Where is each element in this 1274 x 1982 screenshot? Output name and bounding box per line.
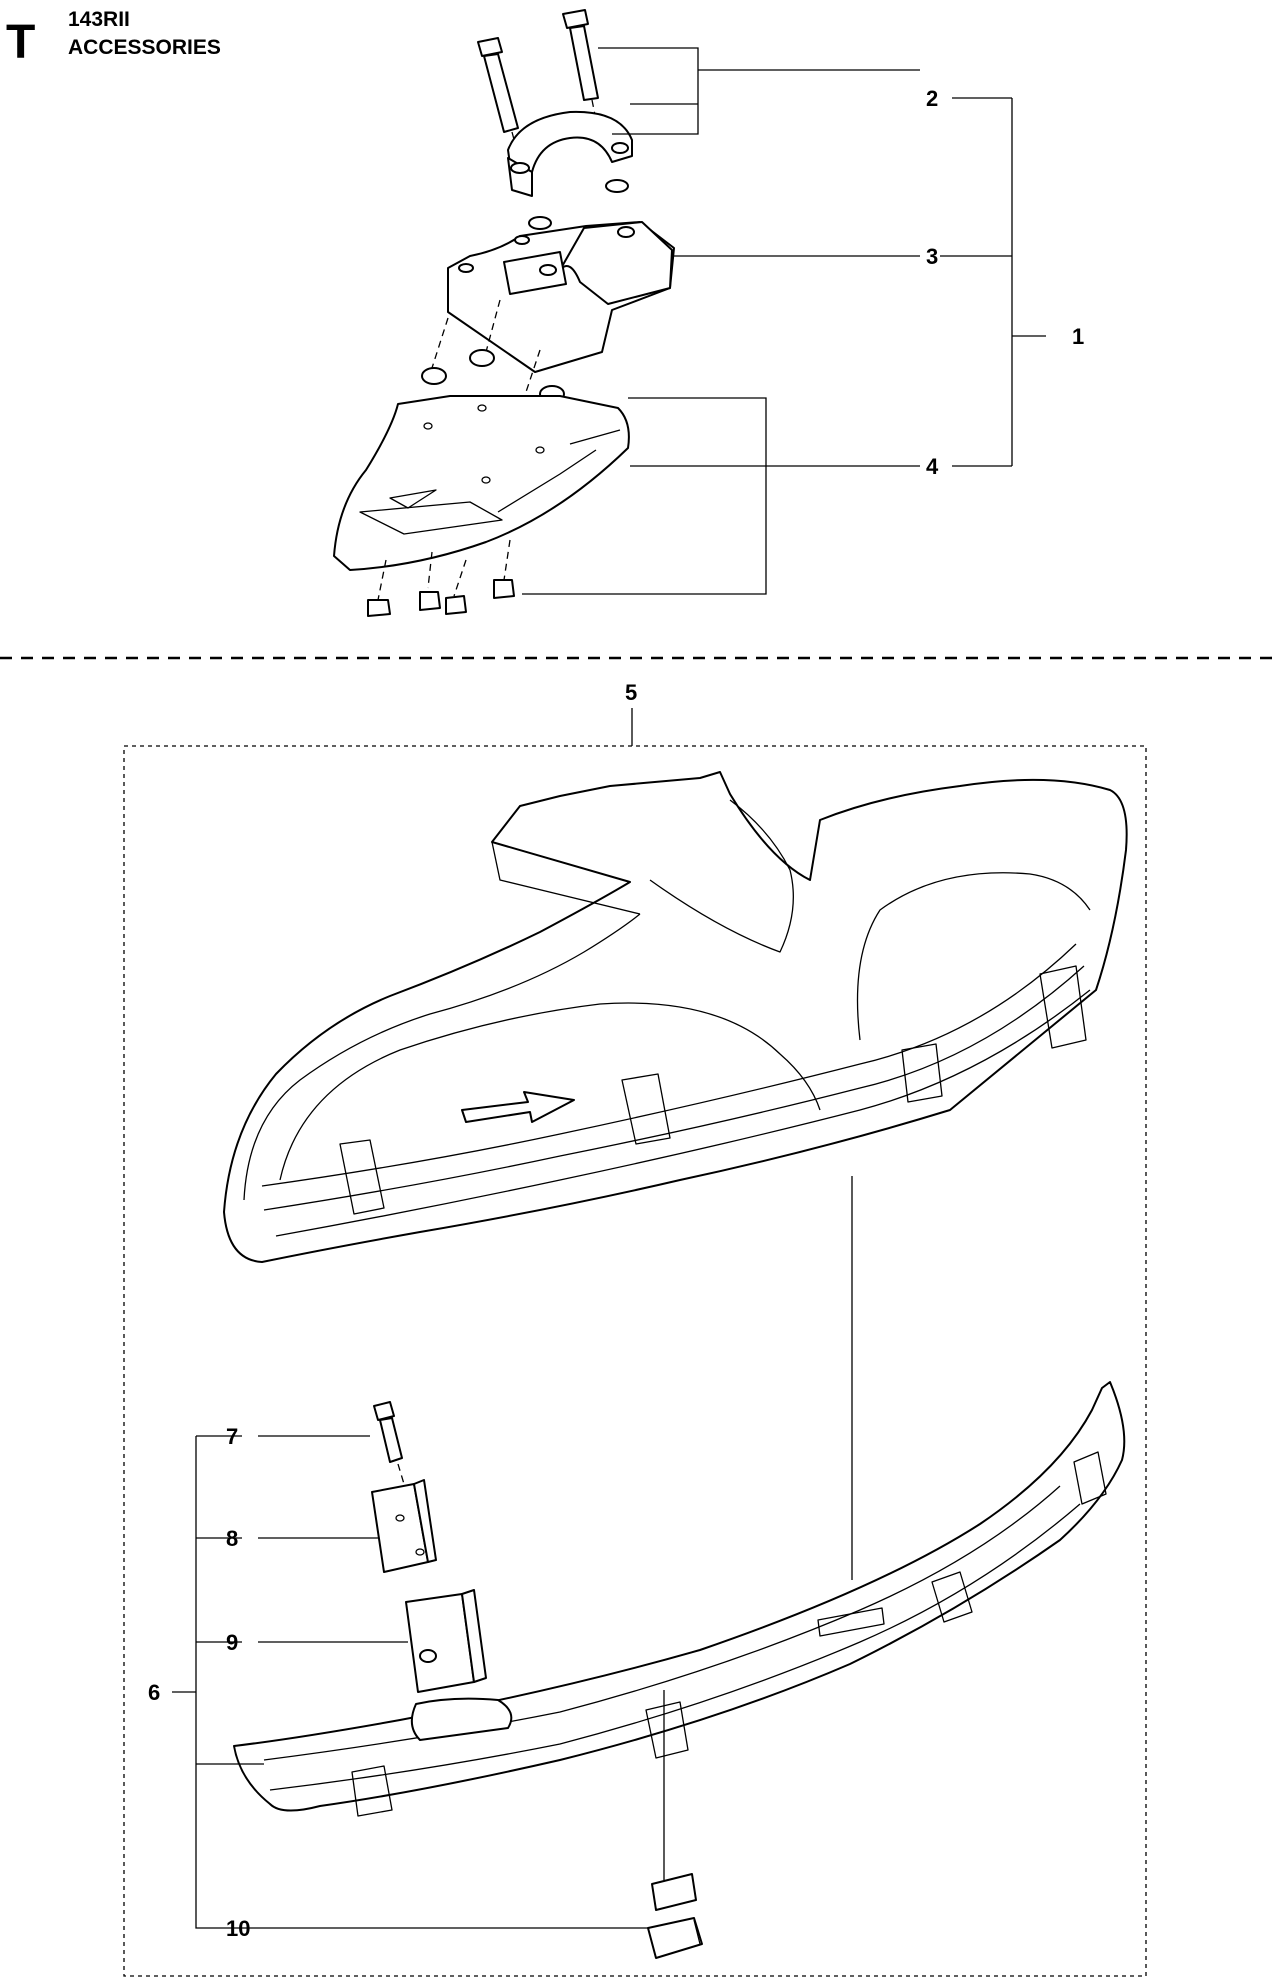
callout-7: 7 <box>226 1424 238 1449</box>
callout-1: 1 <box>1072 324 1084 349</box>
washer-2b <box>528 216 552 230</box>
callout-6: 6 <box>148 1680 160 1705</box>
callout-8: 8 <box>226 1526 238 1551</box>
direction-arrow <box>461 1091 575 1123</box>
kit-boundary <box>123 745 1147 1977</box>
bolt-right <box>562 9 601 141</box>
guard-bar <box>233 1381 1126 1817</box>
callout-2: 2 <box>926 86 938 111</box>
small-trimmer-guard <box>333 395 630 571</box>
screw-4b <box>419 591 441 611</box>
section-title: ACCESSORIES <box>68 36 221 59</box>
clamp-block <box>447 221 675 373</box>
washer-2a <box>605 179 629 193</box>
upper-clamp <box>507 110 633 197</box>
callout-4: 4 <box>926 454 939 479</box>
block-9 <box>405 1589 487 1693</box>
screw-4c <box>445 595 467 615</box>
clamp-assembly <box>333 9 1046 617</box>
washer-4b <box>469 349 495 367</box>
clip-10 <box>647 1690 703 1959</box>
screw-7 <box>373 1401 405 1485</box>
model-name: 143RII <box>68 8 130 31</box>
callout-3: 3 <box>926 244 938 269</box>
section-letter: T <box>6 16 35 69</box>
callout-10: 10 <box>226 1916 250 1941</box>
large-trimmer-guard <box>223 771 1128 1263</box>
screw-4d <box>493 579 515 599</box>
plate-8 <box>371 1479 437 1573</box>
screw-4a <box>367 599 391 617</box>
bar-mount-tab <box>410 1697 513 1741</box>
callout-9: 9 <box>226 1630 238 1655</box>
callout-5: 5 <box>625 680 637 705</box>
washer-4a <box>421 367 447 385</box>
